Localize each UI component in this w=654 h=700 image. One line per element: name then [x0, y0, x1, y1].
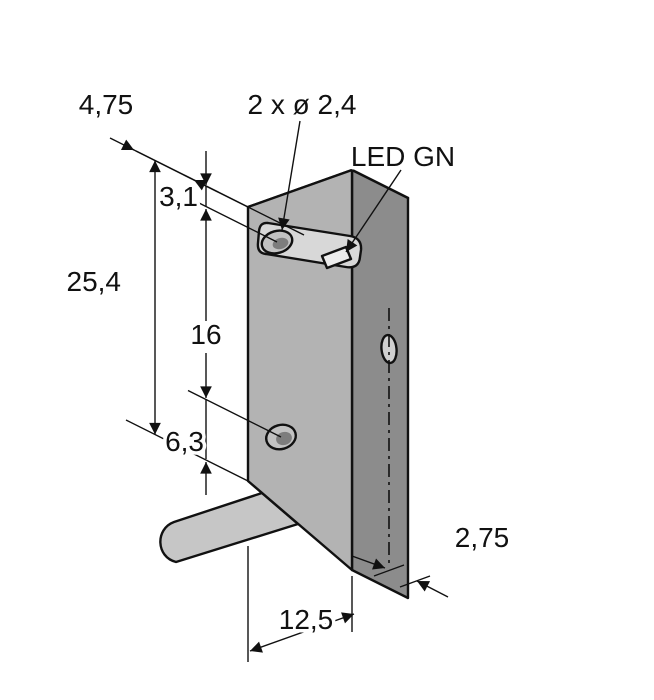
led-indicator	[320, 245, 353, 270]
label-hole-spacing: 16	[190, 319, 221, 350]
ext-line-hole-top	[187, 196, 278, 243]
label-height: 25,4	[67, 266, 122, 297]
dimension-lines	[109, 120, 449, 662]
ext-line-hole-bottom	[187, 389, 282, 438]
label-side-center-offset: 2,75	[455, 522, 510, 553]
ext-tick-centerline	[373, 564, 405, 577]
label-hole-bottom-offset: 6,3	[165, 426, 204, 457]
ext-line-bottom	[125, 419, 249, 482]
dim-width-line	[249, 612, 355, 653]
dim-depth-span	[135, 150, 193, 180]
label-led: LED GN	[351, 141, 455, 172]
sensor-body	[159, 168, 410, 600]
label-depth: 4,75	[79, 89, 134, 120]
mounting-hole-top-bore	[272, 237, 289, 250]
mounting-hole-bottom-bore	[276, 431, 292, 446]
body-right-face	[350, 168, 410, 600]
label-mounting-holes: 2 x ø 2,4	[248, 89, 357, 120]
label-hole-top-offset: 3,1	[159, 181, 198, 212]
leader-led	[345, 169, 402, 253]
mounting-hole-top	[260, 229, 294, 255]
dim-side-arrow-left	[351, 555, 386, 570]
dimension-labels: 4,75 2 x ø 2,4 LED GN 3,1 25,4 16 6,3 2,…	[63, 86, 513, 639]
cable	[159, 491, 300, 564]
dim-depth-arrow-left	[109, 137, 135, 151]
body-front-face	[246, 168, 354, 572]
label-width: 12,5	[279, 604, 334, 635]
ext-tick-backface	[399, 575, 431, 588]
side-hole	[380, 333, 398, 365]
leader-mounting-holes	[278, 120, 301, 231]
dim-side-arrow-right	[416, 580, 449, 598]
